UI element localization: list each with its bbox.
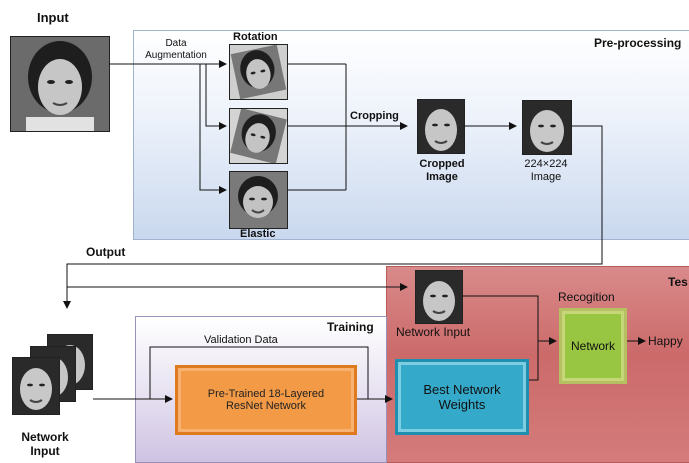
stacked-face-image-front — [12, 357, 60, 415]
rotation-face-image — [229, 44, 288, 100]
network-box-label: Network — [570, 339, 615, 353]
elastic-face-image — [229, 171, 288, 229]
face-icon — [230, 45, 287, 99]
image-224-label: 224×224 Image — [524, 158, 568, 183]
face-icon — [416, 271, 462, 323]
face-icon — [13, 358, 59, 414]
input-label: Input — [37, 10, 69, 25]
face-icon — [230, 172, 287, 228]
arrow-output-loop — [63, 125, 603, 309]
line-weights-up — [526, 341, 539, 381]
rotation-label: Rotation — [233, 31, 278, 43]
best-weights-box: Best Network Weights — [395, 359, 529, 435]
face-icon — [523, 101, 571, 154]
output-label: Output — [86, 245, 126, 259]
test-network-input-label: Network Input — [396, 325, 471, 339]
resized-face-image — [522, 100, 572, 155]
cropped-face-image — [417, 99, 465, 154]
line-validation-loop — [149, 346, 369, 399]
preprocessing-title: Pre-processing — [594, 36, 682, 50]
data-augmentation-label: Data Augmentation — [145, 38, 207, 61]
training-title: Training — [327, 320, 374, 334]
arrow-to-elastic — [199, 64, 227, 194]
input-face-image — [10, 36, 110, 132]
bottom-network-input-label: Network Input — [21, 430, 69, 458]
elastic-label: Elastic — [240, 228, 276, 240]
happy-label: Happy — [648, 334, 683, 348]
resnet-box-label: Pre-Trained 18-Layered ResNet Network — [207, 388, 325, 412]
face-icon — [230, 109, 287, 163]
test-input-face-image — [415, 270, 463, 324]
cropping-label: Cropping — [350, 110, 399, 122]
test-title: Tes — [668, 275, 688, 289]
line-testinput-down — [461, 295, 539, 341]
arrow-to-middle-face — [205, 64, 227, 130]
network-box: Network — [559, 308, 627, 384]
recognition-label: Recogition — [558, 290, 615, 304]
face-icon — [418, 100, 464, 153]
augmented-face-image — [229, 108, 288, 164]
validation-data-label: Validation Data — [204, 334, 278, 346]
face-icon — [11, 37, 109, 131]
cropped-image-label: Cropped Image — [419, 158, 465, 183]
best-weights-label: Best Network Weights — [423, 382, 501, 412]
resnet-box: Pre-Trained 18-Layered ResNet Network — [175, 365, 357, 435]
